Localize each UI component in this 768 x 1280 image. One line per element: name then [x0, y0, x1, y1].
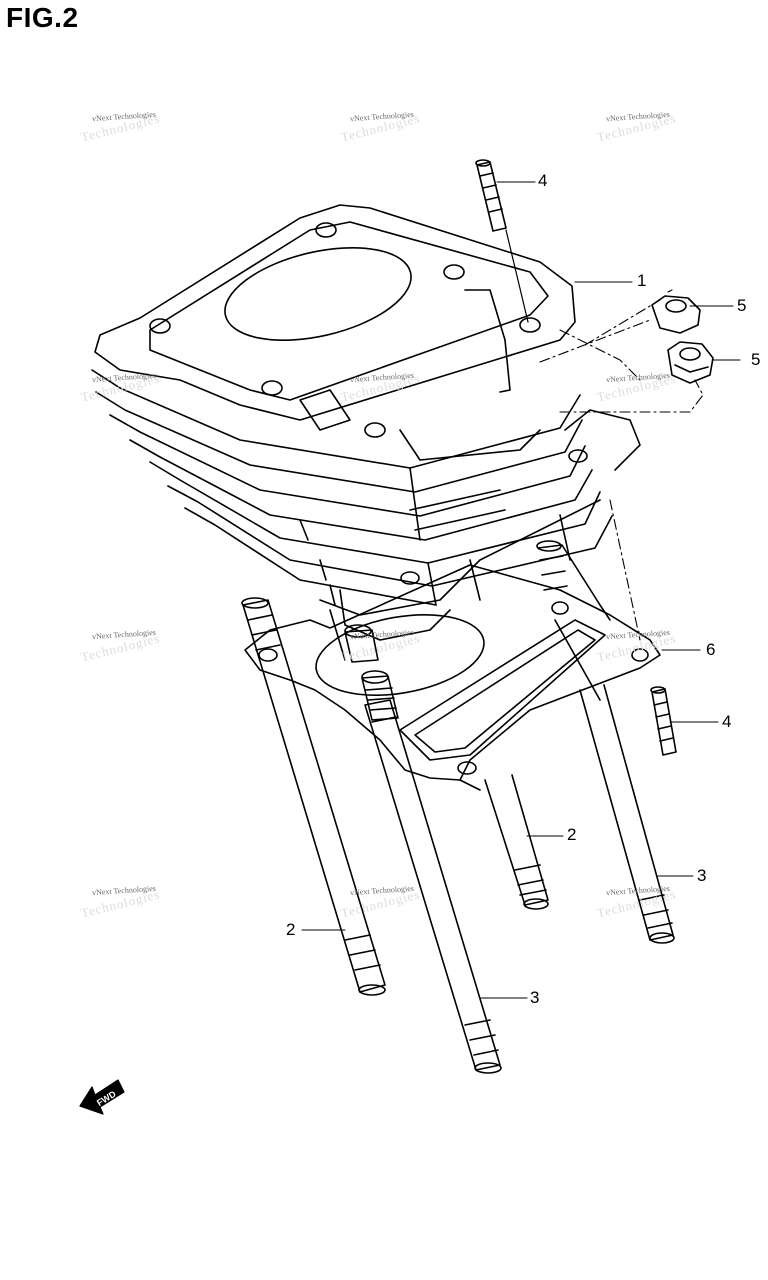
leader-lines — [301, 181, 741, 999]
callout-part-3: 3 — [530, 988, 540, 1007]
callout-part-6: 6 — [706, 640, 716, 659]
base-gasket-part — [244, 564, 661, 781]
short-studs — [475, 159, 677, 756]
callout-part-2: 2 — [567, 825, 577, 844]
callout-part-2: 2 — [286, 920, 296, 939]
callout-part-1: 1 — [637, 271, 647, 290]
dowel-pins — [344, 624, 399, 721]
cylinder-part — [91, 204, 641, 661]
callout-part-4: 4 — [538, 171, 548, 190]
callout-part-5: 5 — [737, 296, 747, 315]
callout-part-3: 3 — [697, 866, 707, 885]
flange-nuts — [651, 295, 714, 384]
callout-part-5: 5 — [751, 350, 761, 369]
figure-title: FIG.2 — [6, 2, 79, 33]
callout-part-4: 4 — [722, 712, 732, 731]
cylinder-studs — [241, 540, 675, 1074]
fwd-arrow-icon: FWD — [79, 1079, 125, 1115]
